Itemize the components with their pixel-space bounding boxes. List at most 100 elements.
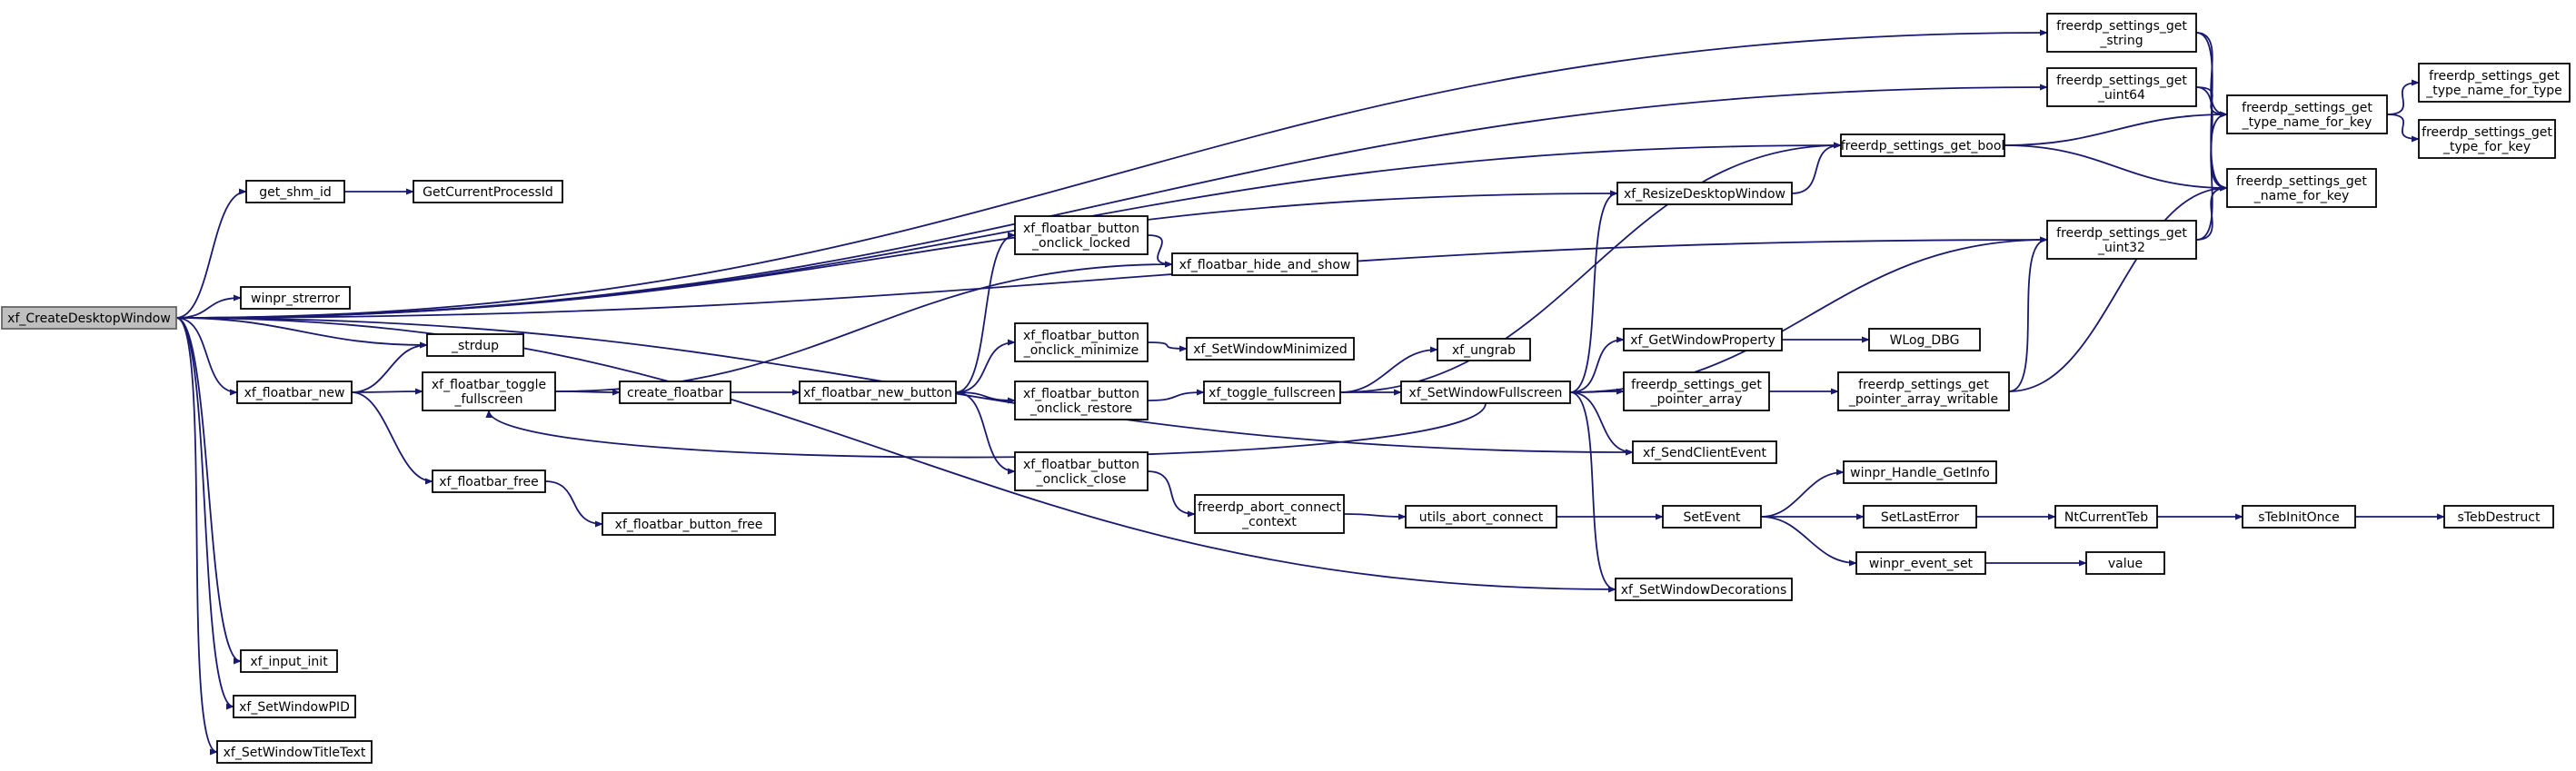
function-node-label: xf_ungrab	[1452, 343, 1516, 358]
function-node[interactable]: NtCurrentTeb	[2054, 505, 2158, 529]
function-node[interactable]: xf_ungrab	[1437, 338, 1531, 361]
function-node[interactable]: freerdp_settings_get_type_name_for_key	[2226, 94, 2388, 134]
function-node[interactable]: GetCurrentProcessId	[413, 180, 563, 203]
function-node-box	[2418, 119, 2556, 159]
function-node[interactable]: xf_floatbar_toggle_fullscreen	[422, 371, 556, 411]
function-node[interactable]: WLog_DBG	[1868, 328, 1981, 351]
function-node-box	[1171, 252, 1358, 276]
function-node-label: utils_abort_connect	[1419, 510, 1544, 525]
function-node-box	[2226, 94, 2388, 134]
function-node-box	[233, 695, 356, 718]
function-node[interactable]: xf_SetWindowTitleText	[216, 740, 373, 764]
function-node[interactable]: xf_floatbar_free	[432, 470, 546, 493]
function-node-box	[619, 381, 731, 404]
function-node-label: sTebDestruct	[2458, 510, 2541, 525]
function-node[interactable]: xf_toggle_fullscreen	[1203, 381, 1341, 404]
function-node[interactable]: xf_SendClientEvent	[1632, 440, 1777, 464]
function-node[interactable]: xf_GetWindowProperty	[1623, 328, 1783, 351]
function-node-label: _name_for_key	[2253, 189, 2349, 203]
function-node-box	[1014, 451, 1149, 491]
function-node[interactable]: SetEvent	[1662, 505, 1762, 529]
function-node-label: xf_CreateDesktopWindow	[7, 311, 171, 326]
function-node[interactable]: xf_floatbar_button_onclick_locked	[1014, 215, 1149, 255]
call-edge-n14-n13	[351, 341, 428, 393]
function-node[interactable]: value	[2085, 551, 2165, 575]
function-node[interactable]: utils_abort_connect	[1405, 505, 1557, 529]
function-node[interactable]: xf_input_init	[240, 649, 338, 673]
function-node-label: xf_toggle_fullscreen	[1208, 386, 1336, 400]
function-node-label: freerdp_abort_connect	[1198, 500, 1341, 515]
function-node[interactable]: winpr_strerror	[240, 286, 351, 310]
function-node-label: winpr_Handle_GetInfo	[1850, 466, 1990, 480]
function-node-label: SetEvent	[1683, 510, 1741, 525]
function-node[interactable]: sTebInitOnce	[2242, 505, 2356, 529]
function-node[interactable]: winpr_Handle_GetInfo	[1843, 460, 1997, 484]
function-node[interactable]: xf_CreateDesktopWindow	[1, 306, 177, 330]
function-node[interactable]: SetLastError	[1863, 505, 1977, 529]
function-node-box	[426, 333, 524, 357]
function-node-label: NtCurrentTeb	[2064, 510, 2148, 525]
function-node-label: _context	[1241, 515, 1297, 529]
function-node[interactable]: xf_floatbar_new_button	[799, 381, 957, 404]
function-node[interactable]: xf_ResizeDesktopWindow	[1616, 182, 1793, 205]
function-node[interactable]: xf_SetWindowPID	[233, 695, 356, 718]
call-edge-n0-n3	[175, 142, 1842, 319]
function-node[interactable]: xf_floatbar_new	[236, 381, 353, 404]
function-node-label: xf_floatbar_new_button	[803, 386, 952, 400]
function-node-label: _type_for_key	[2442, 140, 2531, 154]
function-node[interactable]: create_floatbar	[619, 381, 731, 404]
function-node[interactable]: get_shm_id	[245, 180, 345, 203]
function-node[interactable]: xf_floatbar_button_free	[602, 512, 776, 536]
call-edge-n0-n13	[175, 317, 428, 349]
function-node[interactable]: freerdp_settings_get_name_for_key	[2226, 168, 2377, 208]
function-node[interactable]: freerdp_settings_get_uint32	[2046, 220, 2197, 260]
function-node-box	[2046, 13, 2197, 53]
function-node[interactable]: xf_SetWindowFullscreen	[1400, 381, 1571, 404]
call-edge-n0-n46	[175, 317, 234, 710]
function-node-label: value	[2108, 557, 2143, 571]
function-node-box	[1843, 460, 1997, 484]
call-edge-n3-n7	[2004, 144, 2228, 192]
call-edge-n4-n3	[1791, 142, 1842, 194]
call-edge-n34-n40	[1760, 516, 1857, 567]
function-node-box	[2046, 67, 2197, 107]
function-node-label: _onclick_minimize	[1023, 343, 1139, 358]
function-node-box	[1868, 328, 1981, 351]
call-edge-n2-n6	[2195, 86, 2228, 118]
function-node-label: _uint64	[2097, 88, 2145, 103]
call-edge-n22-n23	[1147, 389, 1205, 401]
function-node-label: freerdp_settings_get	[2422, 125, 2552, 140]
function-node-label: freerdp_settings_get	[2236, 174, 2367, 189]
function-node-label: xf_SetWindowMinimized	[1193, 342, 1348, 357]
function-node[interactable]: freerdp_settings_get_pointer_array	[1623, 371, 1770, 411]
function-node[interactable]: freerdp_settings_get_uint64	[2046, 67, 2197, 107]
function-node[interactable]: freerdp_settings_get_type_name_for_type	[2418, 63, 2571, 103]
function-node-label: xf_floatbar_button	[1023, 458, 1139, 472]
function-node-box	[1014, 381, 1149, 420]
function-node[interactable]: freerdp_settings_get_type_for_key	[2418, 119, 2556, 159]
function-node[interactable]: freerdp_settings_get_bool	[1840, 133, 2005, 157]
function-node-box	[1623, 371, 1770, 411]
function-node[interactable]: _strdup	[426, 333, 524, 357]
function-node[interactable]: sTebDestruct	[2443, 505, 2554, 529]
function-node-box	[1662, 505, 1762, 529]
call-edge-n25-n5	[1569, 236, 2048, 393]
function-node-label: xf_input_init	[250, 655, 328, 669]
function-node[interactable]: winpr_event_set	[1855, 551, 1986, 575]
function-node[interactable]: xf_SetWindowDecorations	[1615, 578, 1793, 601]
function-node-box	[1437, 338, 1531, 361]
function-node[interactable]: xf_floatbar_button_onclick_minimize	[1014, 322, 1149, 362]
function-node-box	[2226, 168, 2377, 208]
function-node[interactable]: xf_floatbar_button_onclick_restore	[1014, 381, 1149, 420]
function-node[interactable]: xf_floatbar_hide_and_show	[1171, 252, 1358, 276]
function-node-box	[2418, 63, 2571, 103]
function-node-box	[1014, 215, 1149, 255]
function-node[interactable]: freerdp_settings_get_pointer_array_writa…	[1837, 371, 2010, 411]
function-node-box	[602, 512, 776, 536]
function-node[interactable]: xf_SetWindowMinimized	[1186, 337, 1355, 361]
function-node-label: _pointer_array	[1650, 392, 1743, 407]
function-node[interactable]: xf_floatbar_button_onclick_close	[1014, 451, 1149, 491]
function-node[interactable]: freerdp_settings_get_string	[2046, 13, 2197, 53]
function-node[interactable]: freerdp_abort_connect_context	[1194, 494, 1345, 534]
call-edge-n0-n1	[175, 29, 2048, 319]
